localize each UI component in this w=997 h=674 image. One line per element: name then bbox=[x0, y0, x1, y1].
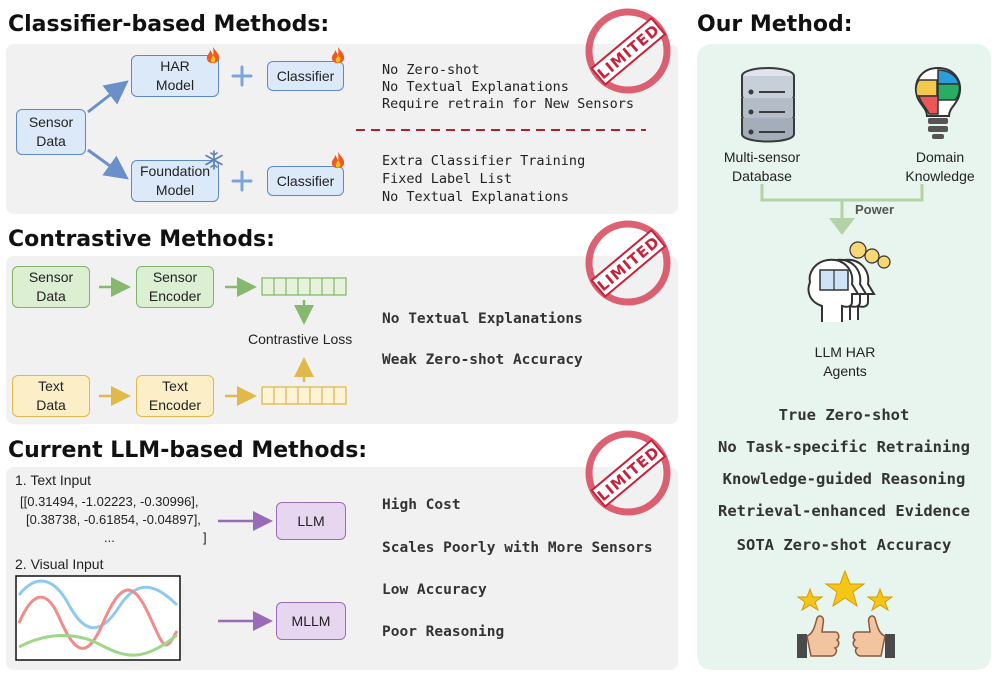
text-input-line-4: ] bbox=[203, 530, 207, 545]
database-icon bbox=[741, 67, 795, 143]
llm-limit-1: High Cost bbox=[382, 497, 461, 513]
stars-icon bbox=[796, 569, 894, 612]
knowledge-label: Domain Knowledge bbox=[905, 149, 975, 184]
har-model-box: HAR Model bbox=[131, 55, 219, 97]
limited-stamp-text: LIMITED bbox=[594, 21, 663, 83]
text-input-label: 1. Text Input bbox=[15, 472, 92, 488]
agents-label: LLM HAR Agents bbox=[814, 344, 876, 379]
fire-icon bbox=[331, 152, 345, 169]
plus-icon bbox=[231, 65, 253, 87]
ours-section-title: Our Method: bbox=[697, 12, 853, 37]
contrastive-loss-label: Contrastive Loss bbox=[248, 331, 353, 347]
classifier-top-box: Classifier bbox=[267, 61, 344, 91]
limited-stamp: LIMITED bbox=[585, 430, 671, 516]
llm-limit-3: Low Accuracy bbox=[382, 582, 487, 598]
text-input-line-1: [[0.31494, -1.02223, -0.30996], bbox=[20, 494, 199, 509]
classifier-limit-6: No Textual Explanations bbox=[382, 189, 569, 205]
thumbs-up-icon bbox=[797, 615, 840, 658]
visual-input-plot bbox=[15, 575, 181, 661]
advantage-3: Knowledge-guided Reasoning bbox=[722, 470, 966, 488]
snowflake-icon bbox=[205, 150, 223, 170]
text-input-line-3: ... bbox=[104, 530, 115, 545]
advantage-4: Retrieval-enhanced Evidence bbox=[718, 502, 970, 520]
ours-panel bbox=[697, 44, 991, 670]
agents-icon bbox=[807, 241, 891, 322]
limited-stamp: LIMITED bbox=[585, 8, 671, 94]
mllm-box: MLLM bbox=[276, 602, 346, 640]
foundation-model-box: Foundation Model bbox=[131, 160, 219, 202]
text-encoder-box: Text Encoder bbox=[136, 375, 214, 417]
visual-input-label: 2. Visual Input bbox=[15, 556, 104, 572]
advantage-2: No Task-specific Retraining bbox=[718, 438, 970, 456]
llm-limit-2: Scales Poorly with More Sensors bbox=[382, 540, 653, 556]
classifier-limit-2: No Textual Explanations bbox=[382, 79, 569, 95]
classifier-limit-5: Fixed Label List bbox=[382, 171, 513, 187]
llm-limit-4: Poor Reasoning bbox=[382, 624, 505, 640]
text-input-line-2: [0.38738, -0.61854, -0.04897], bbox=[26, 512, 201, 527]
classifier-section-title: Classifier-based Methods: bbox=[8, 12, 330, 37]
limited-stamp: LIMITED bbox=[585, 220, 671, 306]
contrastive-limit-1: No Textual Explanations bbox=[382, 311, 583, 327]
classifier-limit-4: Extra Classifier Training bbox=[382, 153, 586, 169]
contrastive-connectors bbox=[99, 277, 347, 406]
power-connector bbox=[760, 184, 924, 235]
advantage-5: SOTA Zero-shot Accuracy bbox=[736, 536, 952, 554]
sensor-encoder-box: Sensor Encoder bbox=[136, 266, 214, 308]
puzzle-bulb-icon bbox=[915, 66, 961, 139]
limited-stamp-text: LIMITED bbox=[594, 233, 663, 295]
power-label: Power bbox=[855, 202, 895, 217]
llm-section-title: Current LLM-based Methods: bbox=[8, 438, 368, 463]
limited-stamp-text: LIMITED bbox=[594, 443, 663, 505]
contrastive-section-title: Contrastive Methods: bbox=[8, 227, 275, 252]
classifier-limit-3: Require retrain for New Sensors bbox=[382, 96, 634, 112]
text-data-box: Text Data bbox=[12, 375, 90, 417]
classifier-limit-1: No Zero-shot bbox=[382, 62, 480, 78]
plus-icon bbox=[231, 170, 253, 192]
fire-icon bbox=[206, 47, 220, 64]
thumbs-up-icon bbox=[852, 615, 895, 658]
classifier-sensor-data-box: Sensor Data bbox=[16, 109, 86, 155]
advantage-1: True Zero-shot bbox=[778, 406, 910, 424]
contrastive-limit-2: Weak Zero-shot Accuracy bbox=[382, 352, 583, 368]
llm-connectors bbox=[218, 511, 273, 631]
fire-icon bbox=[331, 47, 345, 64]
classifier-connectors bbox=[87, 80, 646, 180]
database-label: Multi-sensor Database bbox=[723, 149, 801, 184]
classifier-bottom-box: Classifier bbox=[267, 166, 344, 196]
llm-box: LLM bbox=[276, 502, 346, 540]
contrastive-sensor-data-box: Sensor Data bbox=[12, 266, 90, 308]
